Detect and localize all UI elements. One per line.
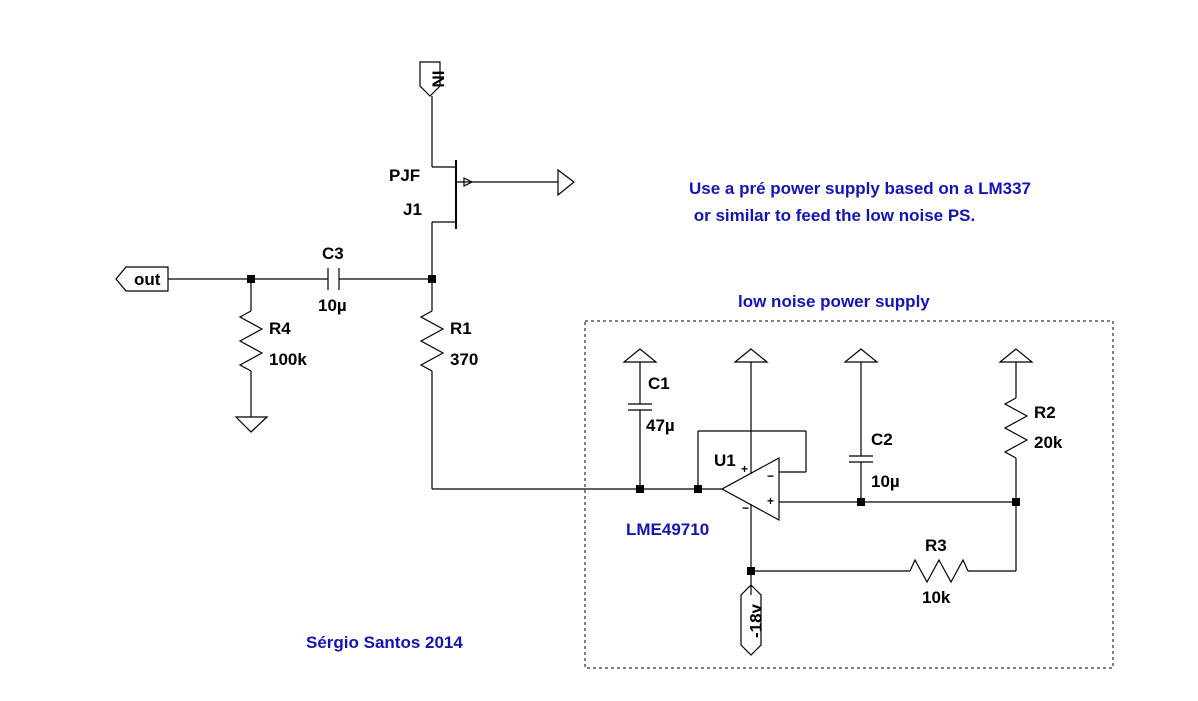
- u1-ref: U1: [714, 451, 736, 470]
- capacitor-c1: [628, 403, 652, 411]
- note-line-1: Use a pré power supply based on a LM337: [689, 179, 1031, 198]
- r3-ref: R3: [925, 536, 947, 555]
- resistor-r4: [238, 310, 264, 372]
- resistor-r1: [419, 310, 445, 372]
- junction-dots: [247, 275, 1020, 575]
- c1-ref: C1: [648, 374, 670, 393]
- out-port-label: out: [134, 270, 161, 289]
- u1-part: LME49710: [626, 520, 709, 539]
- resistor-r2: [1003, 397, 1029, 459]
- r2-value: 20k: [1034, 433, 1063, 452]
- ground-symbol-r4: [234, 416, 269, 433]
- c3-value: 10µ: [318, 296, 347, 315]
- c2-value: 10µ: [871, 472, 900, 491]
- r1-value: 370: [450, 350, 478, 369]
- power-supply-box: [584, 320, 1114, 669]
- note-line-2: or similar to feed the low noise PS.: [689, 206, 975, 225]
- supply-arrow-c2: [843, 348, 879, 363]
- jfet-ref-label: J1: [403, 200, 422, 219]
- u1-pin-plus-right: +: [767, 494, 774, 508]
- supply-arrow-r2: [998, 348, 1034, 363]
- in-port-symbol: [419, 61, 441, 97]
- u1-pin-plus-left: +: [741, 462, 748, 476]
- supply-arrow-c1: [622, 348, 658, 363]
- u1-pin-minus-right: −: [767, 469, 774, 483]
- c2-ref: C2: [871, 430, 893, 449]
- r4-ref: R4: [269, 319, 291, 338]
- capacitor-c3: [327, 268, 340, 290]
- supply-arrow-u1: [733, 348, 769, 363]
- capacitor-c2: [849, 455, 873, 463]
- neg18v-port-symbol: [740, 584, 762, 656]
- c1-value: 47µ: [646, 416, 675, 435]
- resistor-r3: [909, 558, 969, 584]
- neg18v-port-label: -18v: [746, 603, 765, 638]
- in-port-label: IN: [429, 71, 448, 88]
- gate-triangle-symbol: [557, 168, 575, 197]
- c3-ref: C3: [322, 244, 344, 263]
- r4-value: 100k: [269, 350, 307, 369]
- jfet-j1: [432, 160, 558, 229]
- jfet-type-label: PJF: [389, 166, 420, 185]
- box-title: low noise power supply: [738, 292, 930, 311]
- u1-pin-minus-left: −: [742, 501, 749, 515]
- r2-ref: R2: [1034, 403, 1056, 422]
- author-note: Sérgio Santos 2014: [306, 633, 463, 652]
- r1-ref: R1: [450, 319, 472, 338]
- r3-value: 10k: [922, 588, 951, 607]
